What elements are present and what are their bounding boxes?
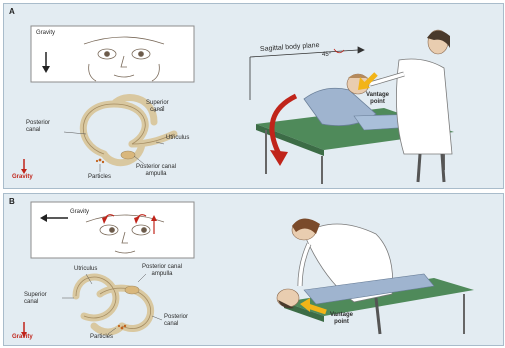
panel-a: A Gravity Superior canal Posterior canal… bbox=[3, 3, 504, 189]
utriculus-label-a: Utriculus bbox=[166, 135, 189, 142]
angle-label: 45° bbox=[322, 52, 331, 59]
face-gravity-label-a: Gravity bbox=[36, 30, 55, 37]
particles-label-a: Particles bbox=[88, 174, 111, 181]
face-gravity-label-b: Gravity bbox=[70, 209, 89, 216]
panel-b: B Gravity Utriculus Posterior canal ampu… bbox=[3, 193, 504, 346]
clinician-a bbox=[370, 30, 452, 182]
vantage-label-b: Vantage point bbox=[330, 312, 353, 326]
panel-a-illustration bbox=[4, 4, 503, 188]
face-box-a bbox=[31, 26, 194, 82]
ampulla-a bbox=[121, 151, 135, 159]
ampulla-label-b: Posterior canal ampulla bbox=[142, 264, 182, 278]
vantage-label-a: Vantage point bbox=[366, 92, 389, 106]
panel-a-label: A bbox=[9, 7, 15, 16]
posterior-canal-label-a: Posterior canal bbox=[26, 120, 50, 134]
superior-canal-label-a: Superior canal bbox=[146, 100, 169, 114]
gravity-indicator-a bbox=[21, 159, 27, 174]
posterior-canal-label-b: Posterior canal bbox=[164, 314, 188, 328]
ampulla-label-a: Posterior canal ampulla bbox=[136, 164, 176, 178]
gravity-indicator-label-a: Gravity bbox=[12, 174, 33, 181]
gravity-indicator-label-b: Gravity bbox=[12, 334, 33, 341]
panel-b-label: B bbox=[9, 197, 15, 206]
utriculus-label-b: Utriculus bbox=[74, 266, 97, 273]
particles-a bbox=[96, 159, 104, 164]
particles-label-b: Particles bbox=[90, 334, 113, 341]
ampulla-b bbox=[125, 286, 139, 294]
semicircular-canal-b bbox=[76, 277, 151, 332]
superior-canal-label-b: Superior canal bbox=[24, 292, 47, 306]
